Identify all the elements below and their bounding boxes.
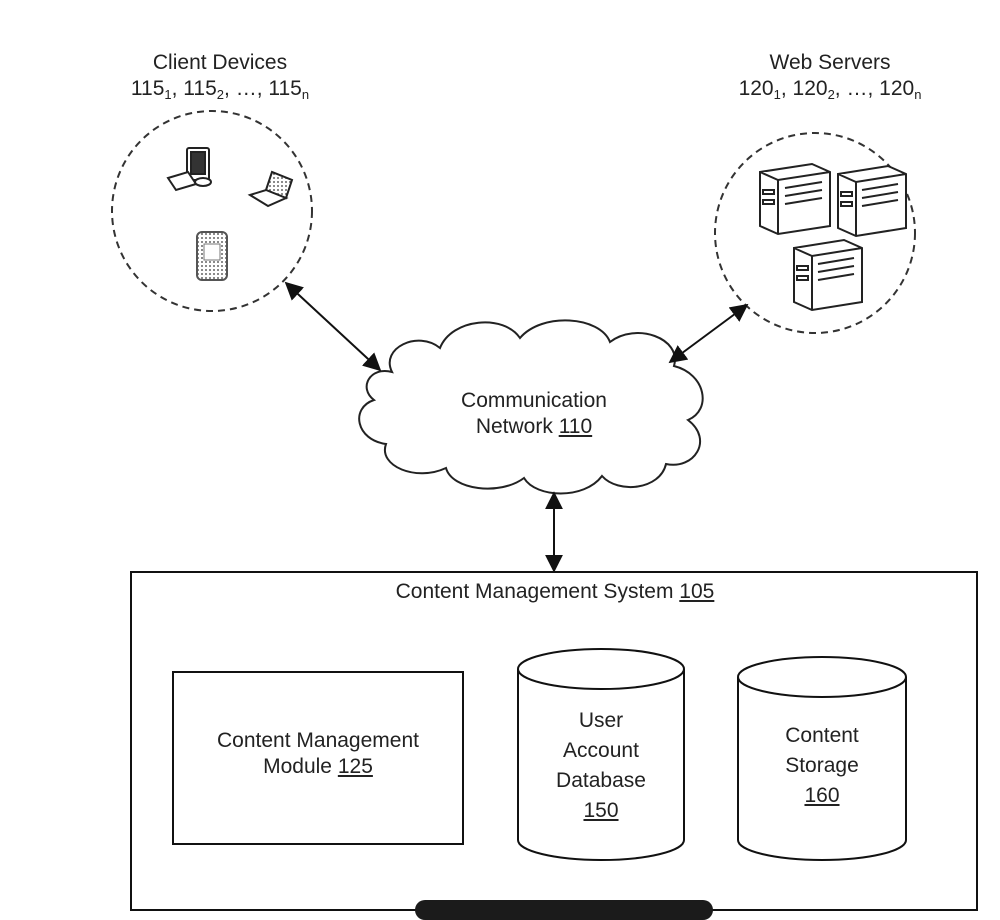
- communication-network-label: Communication Network 110: [461, 389, 607, 438]
- web-servers-title: Web Servers: [769, 51, 891, 74]
- client-devices-title: Client Devices: [152, 51, 288, 74]
- desktop-computer-icon: [166, 147, 212, 192]
- client-devices-refs: 1151, 1152, …, 115n: [130, 77, 310, 102]
- servers-network-connector: [668, 303, 749, 364]
- web-servers-label: Web Servers 1201, 1202, …, 120n: [710, 50, 950, 102]
- user-account-database-label: User Account Database 150: [518, 706, 684, 826]
- cms-ref: 105: [679, 580, 715, 603]
- content-storage-label: Content Storage 160: [738, 721, 906, 811]
- server-tower-icon: [837, 164, 907, 238]
- client-devices-boundary: [111, 110, 313, 312]
- network-ref: 110: [558, 415, 593, 438]
- cms-title: Content Management System 105: [395, 580, 715, 603]
- laptop-icon: [247, 170, 294, 208]
- module-ref: 125: [337, 755, 373, 778]
- server-tower-icon: [759, 162, 831, 236]
- storage-ref: 160: [804, 784, 840, 807]
- client-devices-label: Client Devices 1151, 1152, …, 115n: [100, 50, 340, 102]
- web-servers-refs: 1201, 1202, …, 120n: [738, 77, 922, 102]
- web-servers-boundary: [714, 132, 916, 334]
- client-network-connector: [284, 281, 382, 372]
- communication-network-cloud: [358, 319, 704, 495]
- mobile-phone-icon: [196, 231, 228, 281]
- content-management-module-label: Content Management Module 125: [217, 729, 419, 778]
- content-management-module-box: [172, 671, 464, 845]
- content-storage-cylinder: [737, 656, 907, 861]
- server-tower-icon: [793, 238, 863, 312]
- user-account-database-cylinder: [517, 648, 685, 861]
- user-db-ref: 150: [583, 799, 619, 822]
- bottom-overlay-bar: [415, 900, 713, 920]
